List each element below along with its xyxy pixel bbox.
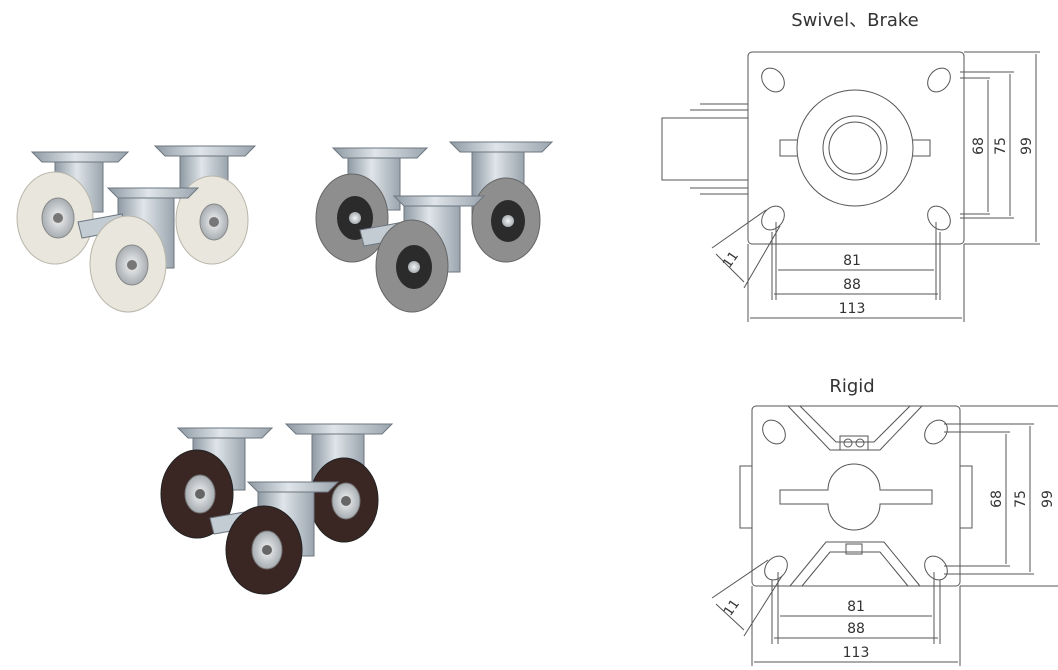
product-photo-grey-caster-set	[315, 141, 554, 313]
mounting-slot	[761, 67, 951, 231]
swivel-caster-back	[315, 147, 429, 263]
brake-caster-front	[77, 187, 200, 313]
swivel-caster-back	[160, 427, 274, 539]
rigid-caster	[448, 141, 554, 263]
rigid-caster	[153, 145, 257, 265]
dim-75: 75	[1013, 490, 1029, 508]
dim-113: 113	[843, 645, 870, 661]
dim-99: 99	[1019, 137, 1035, 155]
rigid-fork-bottom	[789, 541, 921, 587]
brake-caster-front	[209, 481, 340, 595]
dim-68: 68	[989, 490, 1005, 508]
rigid-drawing: Rigid 68 75 99	[711, 376, 1058, 666]
dim-88: 88	[843, 277, 861, 293]
brake-caster-front	[359, 195, 486, 313]
swivel-ring	[796, 89, 914, 207]
mounting-slot	[762, 419, 948, 581]
dim-11: 11	[721, 597, 743, 619]
dim-75: 75	[993, 137, 1009, 155]
dim-99: 99	[1040, 490, 1056, 508]
dim-81: 81	[847, 599, 865, 615]
dim-68: 68	[971, 137, 987, 155]
rigid-axle	[779, 463, 933, 531]
rigid-title: Rigid	[829, 376, 874, 397]
product-photo-black-caster-set	[160, 423, 394, 595]
wheel-side-outline	[661, 117, 749, 181]
swivel-brake-title: Swivel、Brake	[791, 10, 919, 31]
dim-81: 81	[843, 253, 861, 269]
top-plate-outline	[751, 405, 961, 587]
dim-11: 11	[720, 249, 742, 271]
swivel-brake-drawing: Swivel、Brake 68 75 99	[661, 10, 1040, 322]
dim-113: 113	[839, 301, 866, 317]
dim-88: 88	[847, 621, 865, 637]
product-photo-white-caster-set	[16, 145, 257, 313]
top-plate-outline	[747, 51, 965, 245]
ring-tab	[779, 139, 931, 157]
swivel-caster-back	[16, 151, 130, 265]
